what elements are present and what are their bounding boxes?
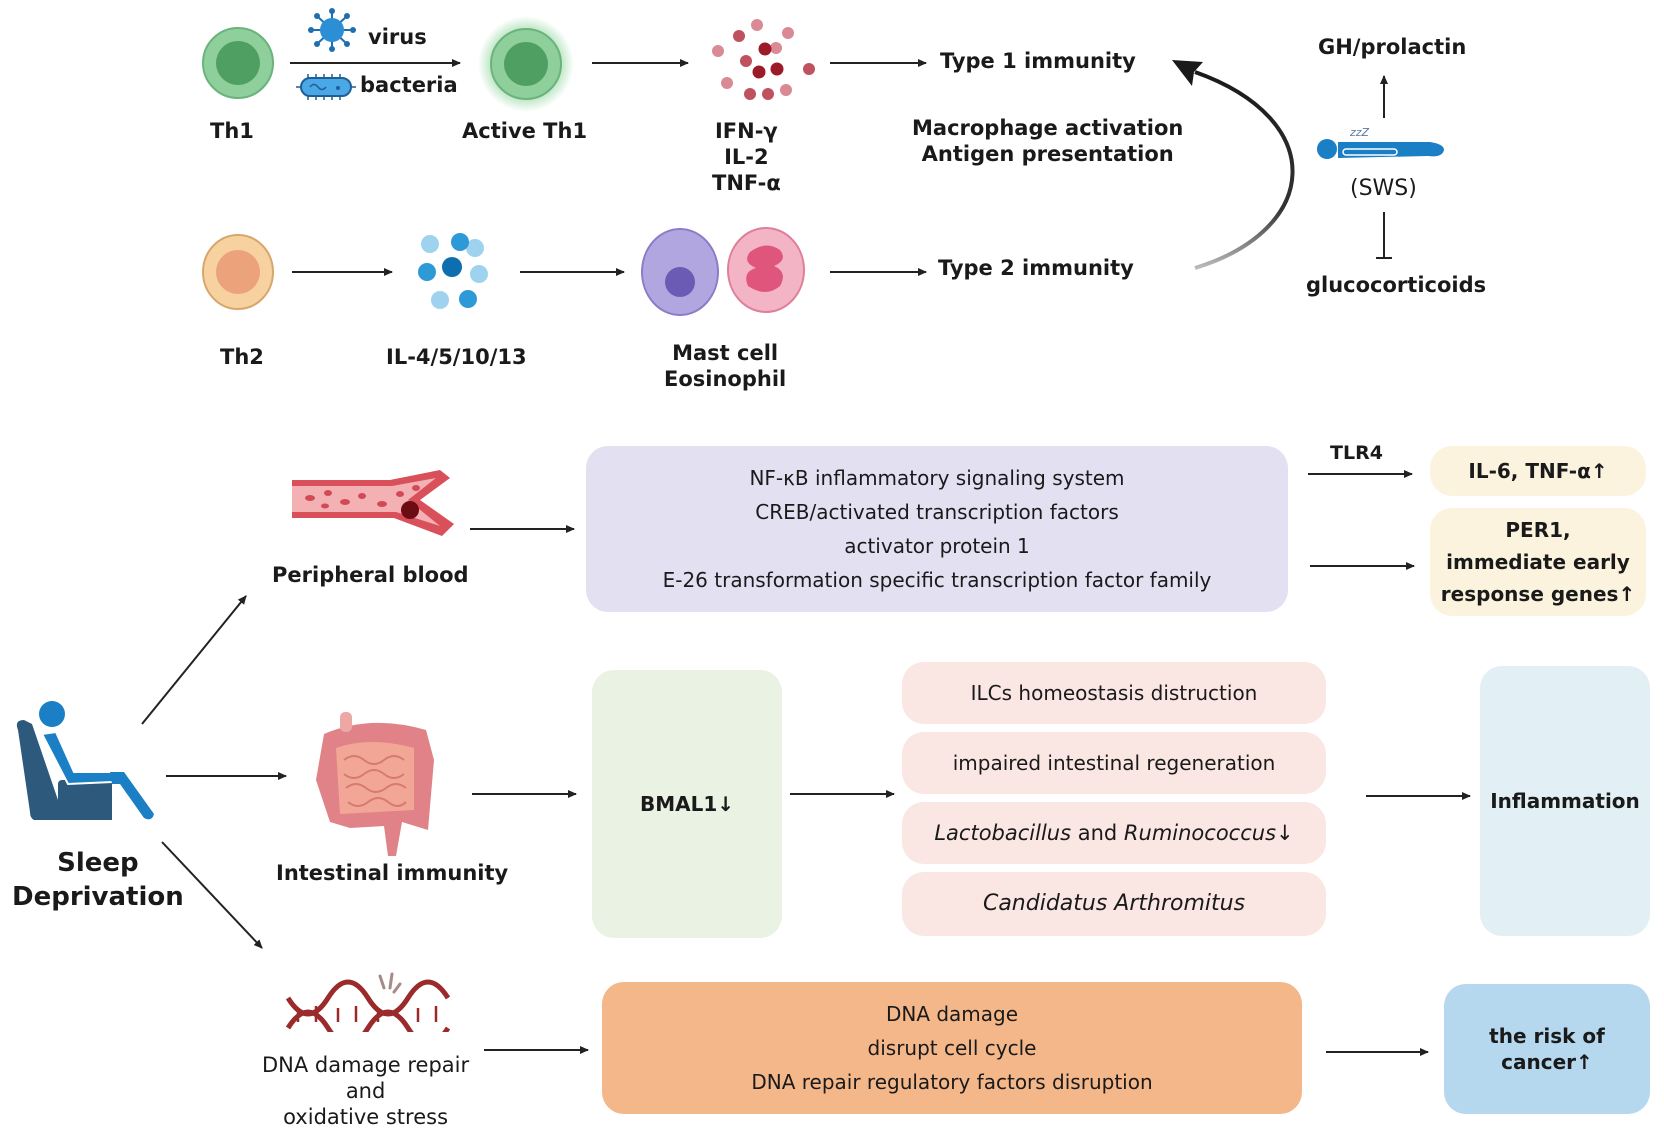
cytokine-il-2: IL-2 — [724, 145, 769, 169]
pathway-creb: CREB/activated transcription factors — [755, 500, 1119, 524]
mast-cell-icon — [641, 228, 719, 316]
eosinophil-icon — [727, 227, 805, 313]
ilcs-label: ILCs homeostasis distruction — [970, 681, 1258, 705]
eosinophil-label: Eosinophil — [664, 367, 787, 391]
down-arrow-label: ↓ — [1276, 821, 1294, 845]
sleep-deprivation-person-icon — [16, 701, 154, 820]
ifn-cytokines-label: IFN-γ IL-2 TNF-α — [712, 118, 781, 196]
blood-vessel-icon — [292, 470, 454, 536]
th2-cell-icon — [202, 234, 274, 310]
bmal1-label: BMAL1↓ — [639, 792, 735, 816]
arrow-sd-to-dna — [161, 841, 263, 949]
th2-label: Th2 — [220, 345, 264, 369]
curved-arrow-type2-to-type1 — [1194, 70, 1295, 270]
repair-factors-label: DNA repair regulatory factors disruption — [751, 1070, 1153, 1094]
bacteria-icon — [296, 74, 356, 100]
active-th1-label: Active Th1 — [462, 119, 588, 143]
and-label: and — [1071, 821, 1124, 845]
type2-immunity-label: Type 2 immunity — [938, 256, 1134, 280]
cell-cycle-label: disrupt cell cycle — [867, 1036, 1037, 1060]
candidatus-label: Candidatus Arthromitus — [982, 891, 1246, 916]
ifn-cytokines-icon — [712, 19, 815, 100]
dna-label-line1: DNA damage repair — [262, 1053, 470, 1077]
lactobacillus-label: Lactobacillus — [934, 821, 1072, 845]
pathway-ets: E-26 transformation specific transcripti… — [662, 568, 1212, 592]
dna-label-line2: and — [345, 1079, 386, 1103]
dna-damage-label: DNA damage — [885, 1002, 1019, 1026]
sleep-deprivation-label: Sleep Deprivation — [12, 846, 184, 914]
bacteria-label: bacteria — [360, 73, 458, 97]
type1-effects: Macrophage activation Antigen presentati… — [912, 115, 1183, 167]
regeneration-label: impaired intestinal regeneration — [952, 751, 1276, 775]
candidatus-box: Candidatus Arthromitus — [902, 872, 1326, 936]
intestine-icon — [316, 712, 434, 856]
curved-arrow-head — [1172, 60, 1203, 86]
inflammation-box: Inflammation — [1480, 666, 1650, 936]
mast-eosinophil-icon — [641, 227, 805, 316]
deprivation-label: Deprivation — [12, 882, 184, 912]
ilcs-box: ILCs homeostasis distruction — [902, 662, 1326, 724]
dna-icon — [285, 972, 451, 1032]
per1-line1: PER1, — [1505, 518, 1571, 542]
cancer-risk-line2: cancer↑ — [1501, 1050, 1593, 1074]
th1-label: Th1 — [210, 119, 254, 143]
macrophage-activation-label: Macrophage activation — [912, 116, 1184, 140]
pathway-ap1: activator protein 1 — [844, 534, 1030, 558]
sleep-label: Sleep — [57, 848, 139, 878]
glucocorticoids-label: glucocorticoids — [1306, 273, 1487, 297]
cancer-risk-box: the risk of cancer↑ — [1444, 984, 1650, 1114]
per1-box: PER1, immediate early response genes↑ — [1430, 508, 1646, 616]
tlr4-label: TLR4 — [1330, 442, 1383, 464]
il-cytokines-icon — [418, 233, 488, 309]
intestinal-immunity-label: Intestinal immunity — [276, 861, 509, 885]
lactobacillus-box: Lactobacillus and Ruminococcus ↓ — [902, 802, 1326, 864]
regeneration-box: impaired intestinal regeneration — [902, 732, 1326, 794]
peripheral-blood-label: Peripheral blood — [272, 563, 469, 587]
arrow-sd-to-peripheral — [141, 595, 247, 725]
cytokine-tnf-alpha: TNF-α — [712, 171, 781, 195]
sleeping-person-icon: zzZ — [1317, 126, 1444, 159]
th1-cell-icon — [202, 27, 274, 99]
effector-cells-label: Mast cell Eosinophil — [664, 340, 786, 392]
il-cytokines-label: IL-4/5/10/13 — [386, 345, 527, 369]
virus-icon — [308, 8, 356, 52]
peripheral-pathways-box: NF-κB inflammatory signaling system CREB… — [586, 446, 1288, 612]
cytokine-ifn-gamma: IFN-γ — [714, 119, 778, 143]
il6-tnf-box: IL-6, TNF-α↑ — [1430, 446, 1646, 496]
type1-immunity-label: Type 1 immunity — [940, 49, 1136, 73]
ruminococcus-label: Ruminococcus — [1123, 821, 1277, 845]
sws-label: (SWS) — [1350, 176, 1417, 201]
gh-prolactin-label: GH/prolactin — [1318, 35, 1467, 59]
mast-cell-label: Mast cell — [672, 341, 779, 365]
il6-tnf-label: IL-6, TNF-α↑ — [1468, 459, 1608, 483]
pathway-nfkb: NF-κB inflammatory signaling system — [749, 466, 1125, 490]
per1-line2: immediate early — [1446, 550, 1630, 574]
virus-label: virus — [368, 25, 427, 49]
per1-line3: response genes↑ — [1440, 582, 1636, 606]
cancer-risk-line1: the risk of — [1489, 1024, 1605, 1048]
dna-label-line3: oxidative stress — [283, 1105, 449, 1129]
active-th1-cell-icon — [478, 16, 574, 112]
dna-repair-label: DNA damage repair and oxidative stress — [262, 1052, 469, 1130]
bmal1-box: BMAL1↓ — [592, 670, 782, 938]
inflammation-label: Inflammation — [1490, 789, 1640, 813]
sleep-zzz: zzZ — [1349, 126, 1370, 139]
antigen-presentation-label: Antigen presentation — [921, 142, 1174, 166]
dna-effects-box: DNA damage disrupt cell cycle DNA repair… — [602, 982, 1302, 1114]
